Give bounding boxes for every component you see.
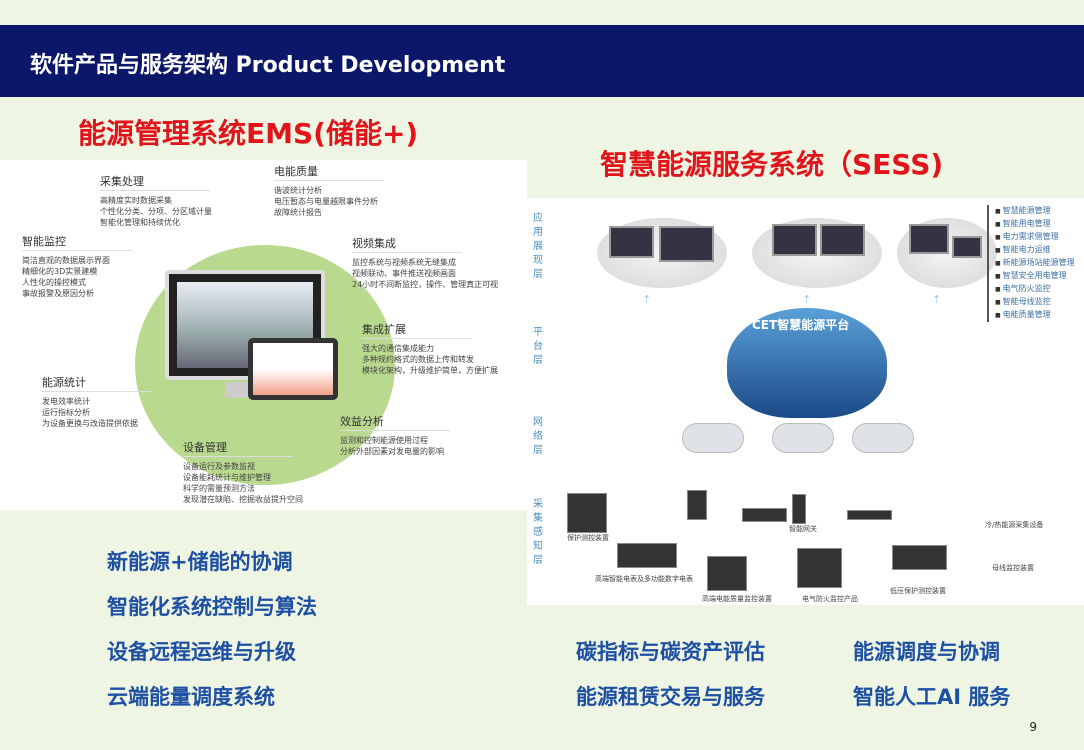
feature-line: 分析外部因素对发电量的影响 xyxy=(340,447,444,456)
feature-line: 谐波统计分析 xyxy=(274,186,322,195)
feature-line: 运行指标分析 xyxy=(42,408,90,417)
screen-group xyxy=(597,218,727,288)
ems-bullet: 新能源+储能的协调 xyxy=(107,550,293,574)
platform-label: CET智慧能源平台 xyxy=(752,318,850,332)
feature-title: 能源统计 xyxy=(42,377,152,392)
layer-label: 网络层 xyxy=(533,417,543,456)
feature-line: 高精度实时数据采集 xyxy=(100,196,172,205)
app-item: 智能母线监控 xyxy=(995,296,1075,309)
device-caption: 高端电能质量监控装置 xyxy=(702,595,772,603)
cloud-icon xyxy=(772,423,834,453)
ems-bullet: 智能化系统控制与算法 xyxy=(107,595,317,619)
feature-title: 智能监控 xyxy=(22,236,132,251)
feature-line: 设备能耗统计与维护管理 xyxy=(183,473,271,482)
feature-line: 多种规约格式的数据上传和转发 xyxy=(362,355,474,364)
feature-line: 精细化的3D实景建模 xyxy=(22,267,98,276)
feature-line: 科学的需量预测方法 xyxy=(183,484,255,493)
layer-label: 平台层 xyxy=(533,327,543,366)
feature-title: 采集处理 xyxy=(100,176,210,191)
layer-label: 采集感知层 xyxy=(533,499,543,566)
device-image xyxy=(742,508,787,522)
feature-line: 故障统计报告 xyxy=(274,208,322,217)
app-item: 电能质量管理 xyxy=(995,309,1075,322)
feature-line: 24小时不间断监控，操作、管理真正可视 xyxy=(352,280,499,289)
cloud-icon xyxy=(682,423,744,453)
device-image xyxy=(707,556,747,591)
feature-line: 设备运行及参数监视 xyxy=(183,462,255,471)
sess-bullet: 智能人工AI 服务 xyxy=(853,685,1011,709)
feature-line: 视频联动、事件推送视频画面 xyxy=(352,269,456,278)
feature-line: 事故报警及原因分析 xyxy=(22,289,94,298)
tablet-image xyxy=(248,338,338,400)
device-caption: 电气防火监控产品 xyxy=(802,595,858,603)
ems-bullet: 设备远程运维与升级 xyxy=(107,640,296,664)
device-image xyxy=(797,548,842,588)
slide-header: 软件产品与服务架构 Product Development xyxy=(0,25,1084,97)
device-caption: 保护测控装置 xyxy=(567,534,609,542)
page-number: 9 xyxy=(1029,720,1037,734)
device-image xyxy=(892,545,947,570)
device-image xyxy=(847,510,892,520)
app-item: 智慧能源管理 xyxy=(995,205,1075,218)
device-image xyxy=(567,493,607,533)
screen-group xyxy=(897,218,997,288)
feature-title: 设备管理 xyxy=(183,442,293,457)
device-caption: 母线监控装置 xyxy=(992,564,1034,572)
device-caption: 冷/热能源采集设备 xyxy=(985,521,1044,529)
app-item: 电力需求侧管理 xyxy=(995,231,1075,244)
feature-block: 能源统计发电效率统计运行指标分析为设备更换与改造提供依据 xyxy=(42,377,152,429)
feature-line: 模块化架构，升级维护简单，方便扩展 xyxy=(362,366,498,375)
device-image xyxy=(617,543,677,568)
device-image xyxy=(792,494,806,524)
feature-line: 电压暂态与电量越限事件分析 xyxy=(274,197,378,206)
feature-title: 电能质量 xyxy=(274,166,384,181)
sess-diagram: 应用展现层 平台层 网络层 采集感知层 智慧能源管理智能用电管理电力需求侧管理智… xyxy=(527,198,1084,605)
app-item: 智能电力运维 xyxy=(995,244,1075,257)
feature-line: 发电效率统计 xyxy=(42,397,90,406)
sess-bullet: 能源租赁交易与服务 xyxy=(576,685,765,709)
feature-line: 人性化的操控模式 xyxy=(22,278,86,287)
app-item: 智能用电管理 xyxy=(995,218,1075,231)
feature-title: 效益分析 xyxy=(340,416,450,431)
cloud-icon xyxy=(852,423,914,453)
feature-block: 集成扩展强大的通信集成能力多种规约格式的数据上传和转发模块化架构，升级维护简单，… xyxy=(362,324,498,376)
ems-bullet: 云端能量调度系统 xyxy=(107,685,275,709)
device-caption: 低压保护测控装置 xyxy=(890,587,946,595)
feature-block: 采集处理高精度实时数据采集个性化分类、分项、分区域计量智能化管理和持续优化 xyxy=(100,176,212,228)
ems-diagram: 采集处理高精度实时数据采集个性化分类、分项、分区域计量智能化管理和持续优化 电能… xyxy=(0,160,527,510)
arrow-up-icon: ⇡ xyxy=(642,293,652,306)
feature-block: 电能质量谐波统计分析电压暂态与电量越限事件分析故障统计报告 xyxy=(274,166,384,218)
feature-line: 强大的通信集成能力 xyxy=(362,344,434,353)
ems-title: 能源管理系统EMS(储能+) xyxy=(78,117,419,150)
feature-line: 智能化管理和持续优化 xyxy=(100,218,180,227)
slide-title: 软件产品与服务架构 Product Development xyxy=(30,53,506,78)
device-caption: 高端智能电表及多功能数字电表 xyxy=(595,575,693,583)
feature-title: 集成扩展 xyxy=(362,324,472,339)
app-list: 智慧能源管理智能用电管理电力需求侧管理智能电力运维新能源场站能源管理智慧安全用电… xyxy=(987,205,1075,322)
feature-line: 监控系统与视频系统无缝集成 xyxy=(352,258,456,267)
arrow-up-icon: ⇡ xyxy=(802,293,812,306)
feature-block: 视频集成监控系统与视频系统无缝集成视频联动、事件推送视频画面 24小时不间断监控，… xyxy=(352,238,498,290)
device-caption: 智能网关 xyxy=(789,525,817,533)
layer-label: 应用展现层 xyxy=(533,213,543,280)
arrow-up-icon: ⇡ xyxy=(932,293,942,306)
device-image xyxy=(687,490,707,520)
feature-line: 为设备更换与改造提供依据 xyxy=(42,419,138,428)
sess-bullet: 能源调度与协调 xyxy=(853,640,1000,664)
feature-block: 设备管理设备运行及参数监视设备能耗统计与维护管理科学的需量预测方法发现潜在缺陷、… xyxy=(183,442,303,505)
platform-globe: CET智慧能源平台 xyxy=(727,308,887,418)
feature-block: 效益分析监测和控制能源使用过程分析外部因素对发电量的影响 xyxy=(340,416,450,457)
app-item: 新能源场站能源管理 xyxy=(995,257,1075,270)
feature-line: 个性化分类、分项、分区域计量 xyxy=(100,207,212,216)
feature-title: 视频集成 xyxy=(352,238,462,253)
sess-bullet: 碳指标与碳资产评估 xyxy=(576,640,765,664)
sess-title: 智慧能源服务系统（SESS) xyxy=(600,148,944,181)
screen-group xyxy=(752,218,882,288)
app-item: 智慧安全用电管理 xyxy=(995,270,1075,283)
feature-line: 发现潜在缺陷、挖掘收益提升空间 xyxy=(183,495,303,504)
feature-line: 监测和控制能源使用过程 xyxy=(340,436,428,445)
feature-line: 简洁直观的数据展示界面 xyxy=(22,256,110,265)
feature-block: 智能监控简洁直观的数据展示界面精细化的3D实景建模人性化的操控模式事故报警及原因… xyxy=(22,236,132,299)
app-item: 电气防火监控 xyxy=(995,283,1075,296)
